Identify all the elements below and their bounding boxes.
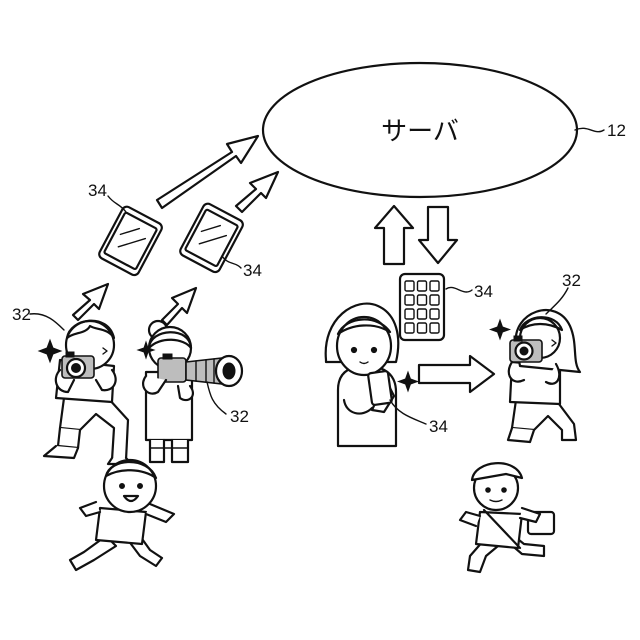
photographer-mid-ref: 32 [207,382,249,426]
server-label: サーバ [381,116,459,146]
phone-left-ref-number: 34 [88,181,107,200]
smartphone-icon-hand [368,371,392,405]
tablet-icon [400,274,444,340]
photographer-middle-figure [138,321,242,462]
arrow-down-from-server [419,207,457,263]
smartphone-icon-middle [178,202,244,274]
upload-arrow-long [157,136,258,208]
arrow-up-to-server [375,206,413,264]
tablet-ref-number: 34 [474,282,493,301]
camera-icon-middle [158,354,242,386]
smartphone-icon-left [97,205,163,277]
share-arrow-right [419,356,494,392]
server-ref-label: 12 [575,121,626,140]
photographer-left-ref: 32 [12,305,64,330]
phone-left-ref: 34 [88,181,126,212]
server-ref-number: 12 [607,121,626,140]
photographer-left-figure [39,321,132,464]
phone-mid-ref-number: 34 [243,261,262,280]
camera-icon-right [510,336,542,362]
tablet-ref: 34 [446,282,493,301]
server-node: サーバ [263,63,577,197]
phone-hand-ref: 34 [390,400,448,436]
running-child-right-figure [460,463,554,572]
photographer-left-ref-number: 32 [12,305,31,324]
photographer-right-ref: 32 [546,271,581,314]
photographer-right-ref-number: 32 [562,271,581,290]
camera-icon-left [62,352,94,378]
phone-mid-ref: 34 [222,256,262,280]
phone-hand-ref-number: 34 [429,417,448,436]
upload-arrow-mid-small [162,288,196,325]
running-child-left-figure [70,460,174,570]
upload-arrow-short [236,172,278,212]
photographer-right-figure [491,310,581,442]
photographer-mid-ref-number: 32 [230,407,249,426]
upload-arrow-left-small [73,284,108,320]
